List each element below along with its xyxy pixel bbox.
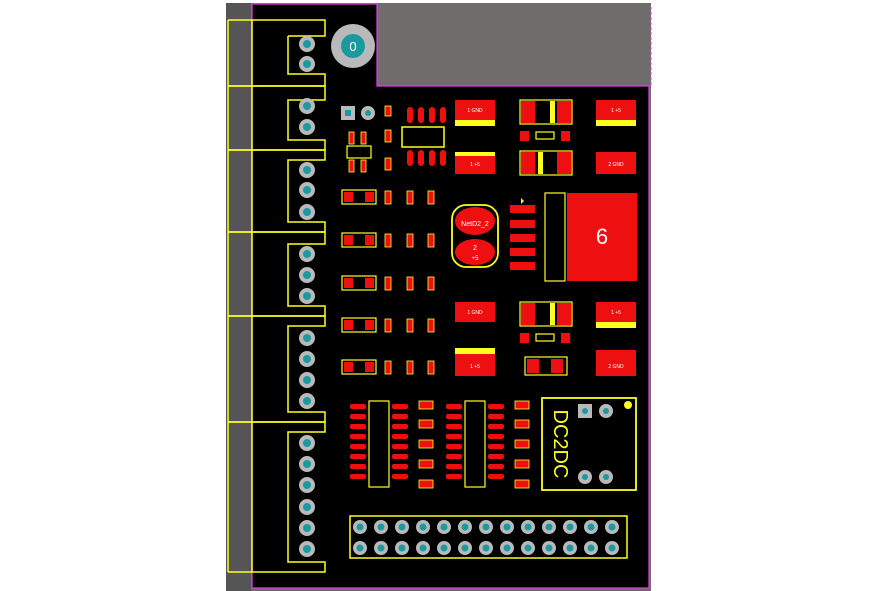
capacitor-bottom-left: 1 GND 1 +5 xyxy=(455,302,495,376)
capacitor-top-left: 1 GND 1 +5 xyxy=(455,100,495,174)
ic-soic16-right xyxy=(446,400,504,488)
terminal-pads xyxy=(299,36,315,557)
cap-tl-label-a: 1 GND xyxy=(467,108,483,114)
cap-br-label-a: 1 +5 xyxy=(611,310,621,316)
ellipse-bottom-sign: +5 xyxy=(472,256,480,262)
cap-tr-label-b: 2 GND xyxy=(608,162,624,168)
dcdc-label: DC2DC xyxy=(549,410,571,479)
pin-header xyxy=(349,515,628,559)
cap-bl-label-a: 1 GND xyxy=(467,310,483,316)
ic-soic8-top xyxy=(401,107,446,166)
mounting-hole[interactable]: 0 xyxy=(331,24,375,68)
capacitor-bottom-right: 1 +5 2 GND xyxy=(596,302,636,376)
dcdc-module: DC2DC xyxy=(541,397,637,491)
keepout-outline xyxy=(377,6,652,87)
board-left-strip xyxy=(226,3,251,591)
terminal-block-outline xyxy=(227,19,326,573)
resistor-column-bottom xyxy=(418,400,530,489)
capacitor-top-right: 1 +5 2 GND xyxy=(596,100,636,174)
board-body xyxy=(252,4,649,588)
cap-bl-label-b: 1 +5 xyxy=(470,364,480,370)
ellipse-top-label: NetD2_2 xyxy=(461,221,489,228)
diode-pair-bottom xyxy=(519,301,573,376)
regulator-u6: 6 xyxy=(510,192,637,282)
small-smd-pads xyxy=(348,105,392,173)
cap-br-label-b: 2 GND xyxy=(608,364,624,370)
small-chip xyxy=(346,145,372,159)
resistor-array-left xyxy=(341,189,435,375)
diode-pair-top xyxy=(519,99,573,176)
transistor-q1 xyxy=(341,106,375,120)
mounting-hole-label: 0 xyxy=(349,39,356,54)
regulator-label: 6 xyxy=(596,224,608,249)
cap-tl-label-b: 1 +5 xyxy=(470,162,480,168)
cap-tr-label-a: 1 +5 xyxy=(611,108,621,114)
ellipse-bottom-num: 2 xyxy=(473,245,477,252)
ic-soic16-left xyxy=(350,400,408,488)
polarized-component: NetD2_2 2 +5 xyxy=(451,204,499,268)
